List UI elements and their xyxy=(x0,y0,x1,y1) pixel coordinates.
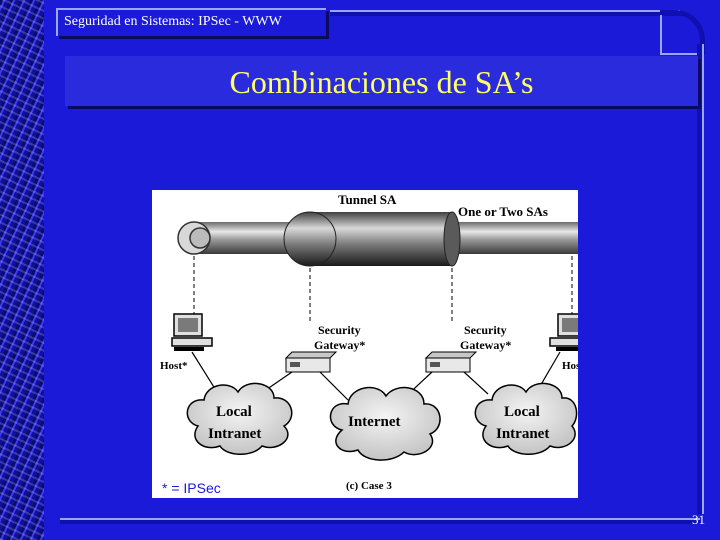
host-right-label: Host* xyxy=(562,360,578,372)
host-right-icon xyxy=(549,313,578,351)
gateway-right-label-2: Gateway* xyxy=(460,338,511,352)
figure-caption: (c) Case 3 xyxy=(346,480,392,492)
top-rule xyxy=(330,10,680,16)
tunnel-sa xyxy=(283,211,461,267)
gateway-right-label-1: Security xyxy=(464,323,507,337)
diagram-svg: Tunnel SA One or Two SAs Host* Host* Sec… xyxy=(160,192,578,492)
slide-title: Combinaciones de SA’s xyxy=(229,64,534,100)
bottom-rule xyxy=(60,518,700,524)
cloud-left xyxy=(186,382,293,455)
page-number: 31 xyxy=(692,512,705,527)
cloud-left-label-2: Intranet xyxy=(208,426,261,442)
gateway-left-label-1: Security xyxy=(318,323,361,337)
cloud-center xyxy=(329,386,441,461)
cloud-right-label-1: Local xyxy=(504,404,540,420)
legend-note: * = IPSec xyxy=(162,480,221,496)
gateway-right-icon xyxy=(424,351,478,373)
cloud-right xyxy=(474,382,578,455)
header-tab: Seguridad en Sistemas: IPSec - WWW xyxy=(56,8,326,36)
cloud-center-label: Internet xyxy=(348,414,401,430)
gateway-left-icon xyxy=(284,351,338,373)
corner-curve xyxy=(660,10,705,55)
decorative-texture-strip xyxy=(0,0,44,540)
cloud-right-label-2: Intranet xyxy=(496,426,549,442)
cloud-left-label-1: Local xyxy=(216,404,252,420)
network-diagram: Tunnel SA One or Two SAs Host* Host* Sec… xyxy=(152,190,578,498)
dashed-links xyxy=(193,256,573,324)
host-left-label: Host* xyxy=(160,360,188,372)
tunnel-sa-label: Tunnel SA xyxy=(338,192,397,207)
header-title: Seguridad en Sistemas: IPSec - WWW xyxy=(64,14,282,29)
right-rule xyxy=(697,44,704,514)
sa-count-label: One or Two SAs xyxy=(458,204,548,219)
gateway-left-label-2: Gateway* xyxy=(314,338,365,352)
title-bar: Combinaciones de SA’s xyxy=(65,56,698,106)
host-left-icon xyxy=(171,313,213,351)
